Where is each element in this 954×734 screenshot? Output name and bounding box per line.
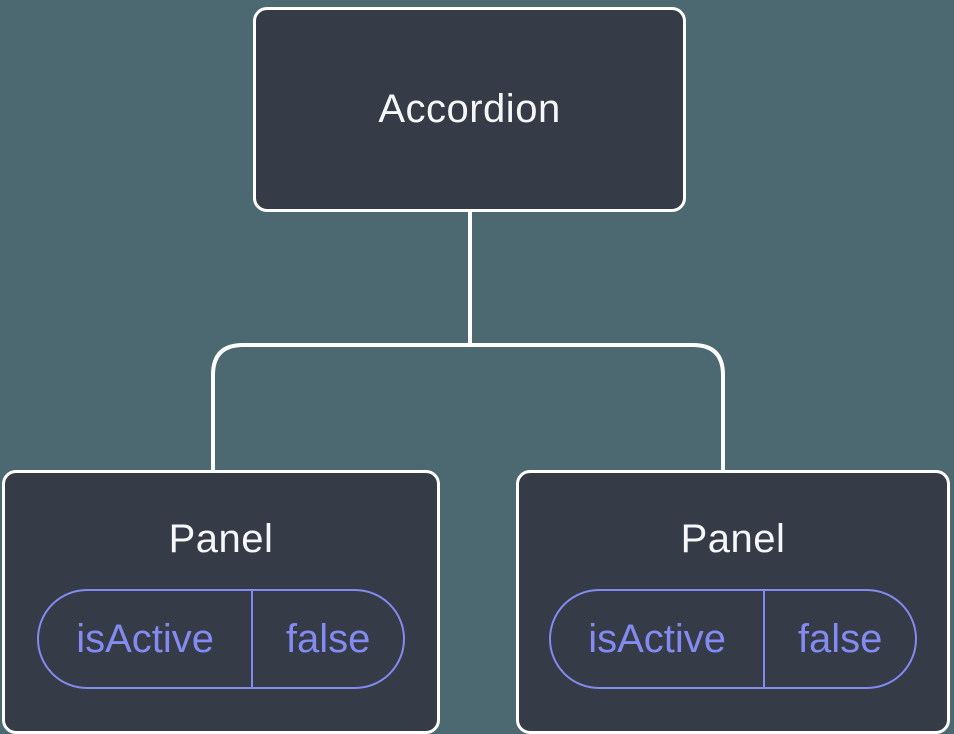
node-panel-left: Panel isActive false <box>2 470 440 734</box>
state-value: false <box>797 616 883 661</box>
node-accordion: Accordion <box>253 7 686 212</box>
node-accordion-label: Accordion <box>378 87 561 131</box>
state-pill: isActive false <box>549 589 917 689</box>
state-name: isActive <box>551 591 766 687</box>
node-panel-left-label: Panel <box>168 517 274 561</box>
connector-bracket <box>211 343 725 471</box>
node-panel-right-label: Panel <box>680 517 786 561</box>
state-pill: isActive false <box>37 589 405 689</box>
state-value: false <box>285 616 371 661</box>
state-name: isActive <box>39 591 254 687</box>
node-panel-right: Panel isActive false <box>516 470 950 734</box>
